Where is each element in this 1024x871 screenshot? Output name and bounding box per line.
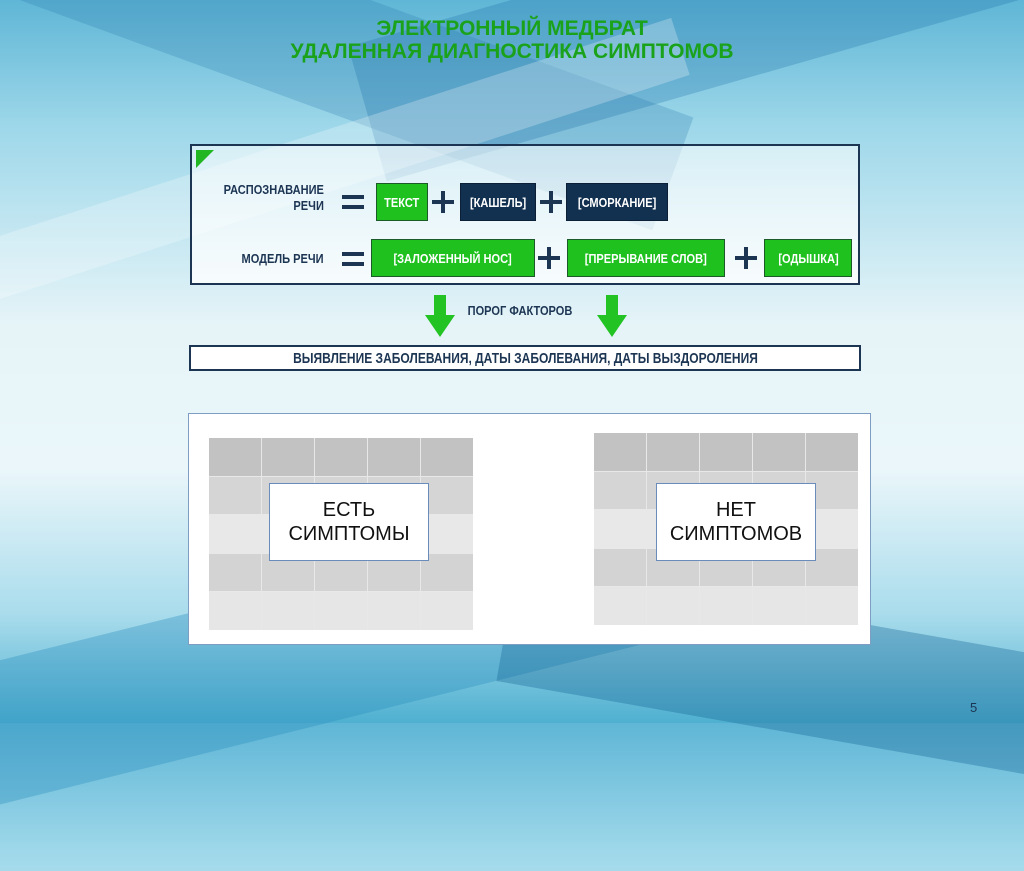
corner-triangle-icon (196, 150, 214, 168)
grid-cell (753, 587, 805, 625)
grid-cell (647, 433, 699, 471)
outcomes-panel: ЕСТЬ СИМПТОМЫ НЕТ СИМПТОМОВ (188, 413, 871, 645)
chip-cough: [КАШЕЛЬ] (460, 183, 536, 221)
grid-cell (421, 515, 473, 553)
grid-cell (647, 587, 699, 625)
equals-icon (342, 252, 364, 266)
arrow-down-icon (425, 295, 455, 339)
no-symptoms-box: НЕТ СИМПТОМОВ (656, 483, 816, 561)
grid-cell (594, 433, 646, 471)
chip-blowing-nose: [СМОРКАНИЕ] (566, 183, 668, 221)
plus-icon (540, 191, 562, 213)
chip-shortness-of-breath: [ОДЫШКА] (764, 239, 852, 277)
result-label: ВЫЯВЛЕНИЕ ЗАБОЛЕВАНИЯ, ДАТЫ ЗАБОЛЕВАНИЯ,… (292, 349, 758, 367)
grid-cell (594, 587, 646, 625)
plus-icon (538, 247, 560, 269)
formula-box: РАСПОЗНАВАНИЕ РЕЧИ ТЕКСТ [КАШЕЛЬ] [СМОРК… (190, 144, 860, 285)
chip-stuffy-nose: [ЗАЛОЖЕННЫЙ НОС] (371, 239, 535, 277)
plus-icon (735, 247, 757, 269)
has-symptoms-line-1: ЕСТЬ (322, 499, 376, 521)
grid-cell (700, 433, 752, 471)
grid-cell (421, 553, 473, 592)
grid-cell (700, 587, 752, 625)
speech-recognition-label: РАСПОЗНАВАНИЕ РЕЧИ (224, 182, 324, 214)
grid-cell (315, 592, 367, 630)
arrow-down-icon (597, 295, 627, 339)
grid-cell (594, 510, 646, 548)
title-line-2: УДАЛЕННАЯ ДИАГНОСТИКА СИМПТОМОВ (290, 40, 734, 63)
grid-cell (209, 438, 261, 476)
grid-cell (209, 553, 261, 592)
grid-cell (594, 548, 646, 587)
grid-cell (315, 438, 367, 476)
chip-word-interruption: [ПРЕРЫВАНИЕ СЛОВ] (567, 239, 725, 277)
grid-cell (368, 438, 420, 476)
grid-cell (262, 438, 314, 476)
plus-icon (432, 191, 454, 213)
grid-cell (209, 476, 261, 515)
grid-cell (594, 471, 646, 510)
has-symptoms-box: ЕСТЬ СИМПТОМЫ (269, 483, 429, 561)
grid-cell (209, 592, 261, 630)
no-symptoms-line-2: СИМПТОМОВ (669, 523, 803, 545)
grid-cell (421, 476, 473, 515)
title-line-1: ЭЛЕКТРОННЫЙ МЕДБРАТ (376, 17, 648, 40)
grid-cell (753, 433, 805, 471)
no-symptoms-line-1: НЕТ (715, 499, 756, 521)
grid-cell (806, 433, 858, 471)
slide-title: ЭЛЕКТРОННЫЙ МЕДБРАТ УДАЛЕННАЯ ДИАГНОСТИК… (0, 17, 1024, 63)
result-box: ВЫЯВЛЕНИЕ ЗАБОЛЕВАНИЯ, ДАТЫ ЗАБОЛЕВАНИЯ,… (189, 345, 861, 371)
grid-cell (368, 592, 420, 630)
grid-cell (421, 438, 473, 476)
has-symptoms-line-2: СИМПТОМЫ (288, 523, 410, 545)
chip-text: ТЕКСТ (376, 183, 428, 221)
grid-cell (209, 515, 261, 553)
grid-cell (806, 587, 858, 625)
label-line-2: РЕЧИ (293, 198, 324, 213)
page-number: 5 (970, 700, 978, 715)
grid-cell (262, 592, 314, 630)
speech-model-label: МОДЕЛЬ РЕЧИ (241, 251, 324, 266)
threshold-label: ПОРОГ ФАКТОРОВ (467, 303, 573, 318)
grid-cell (421, 592, 473, 630)
label-line-1: РАСПОЗНАВАНИЕ (223, 182, 324, 197)
equals-icon (342, 195, 364, 209)
